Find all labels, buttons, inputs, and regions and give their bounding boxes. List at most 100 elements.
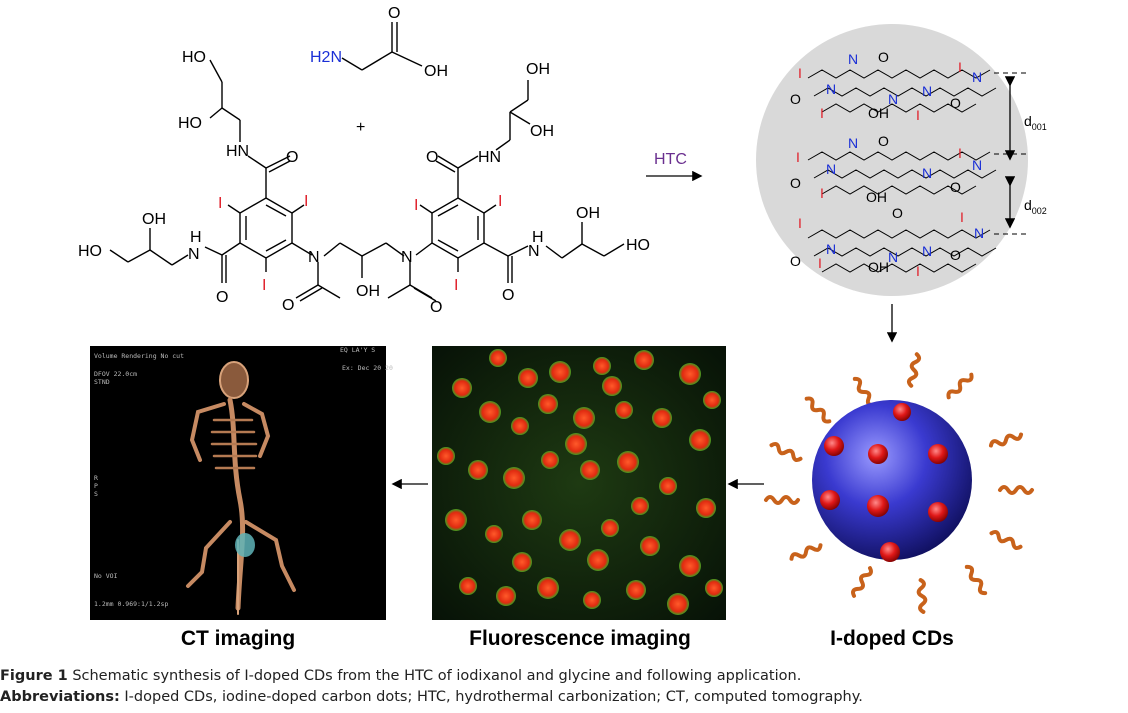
nitrogen-label: N — [974, 225, 984, 241]
ct-overlay-line: S — [94, 490, 98, 498]
htc-arrow: HTC — [646, 151, 703, 182]
cell-nucleus — [679, 363, 701, 385]
cell-nucleus — [565, 433, 587, 455]
hydroxyl-label: OH — [866, 189, 887, 205]
ct-imaging-label: CT imaging — [181, 627, 295, 650]
iodine-label: I — [960, 209, 964, 225]
iodine-label: I — [798, 65, 802, 81]
cell-nucleus — [631, 497, 649, 515]
iodixanol-o: O — [426, 149, 438, 166]
nitrogen-label: N — [972, 69, 982, 85]
ct-skeleton-render — [186, 361, 296, 615]
cell-nucleus — [640, 536, 660, 556]
iodine-label: I — [958, 59, 962, 75]
iodixanol-h: H — [190, 229, 202, 246]
iodine-label: I — [916, 263, 920, 279]
iodine-label: I — [218, 195, 222, 212]
cell-nucleus — [573, 407, 595, 429]
cell-nucleus — [679, 555, 701, 577]
iodine-label: I — [796, 149, 800, 165]
nitrogen-label: N — [922, 83, 932, 99]
nitrogen-label: N — [826, 161, 836, 177]
iodixanol-oh: OH — [356, 283, 380, 300]
cell-nucleus — [652, 408, 672, 428]
cell-nucleus — [452, 378, 472, 398]
iodine-label: I — [414, 197, 418, 214]
cell-nucleus — [437, 447, 455, 465]
iodixanol-ho: HO — [178, 115, 202, 132]
carbon-dot-core — [812, 400, 972, 560]
cell-nucleus — [696, 498, 716, 518]
cell-nucleus — [705, 579, 723, 597]
ct-overlay-line: P — [94, 482, 98, 490]
hydroxyl-label: OH — [868, 105, 889, 121]
nitrogen-label: N — [922, 165, 932, 181]
ct-overlay-line: Ex: Dec 20 20 — [342, 364, 393, 372]
oxygen-label: O — [790, 175, 801, 191]
cell-nucleus — [659, 477, 677, 495]
cell-nuclei — [437, 349, 723, 615]
oxygen-label: O — [790, 91, 801, 107]
nitrogen-label: N — [848, 135, 858, 151]
oxygen-label: O — [790, 253, 801, 269]
cell-nucleus — [583, 591, 601, 609]
ct-overlay-line: DFOV 22.0cm — [94, 370, 137, 378]
cell-nucleus — [615, 401, 633, 419]
nitrogen-label: N — [826, 241, 836, 257]
cell-nucleus — [496, 586, 516, 606]
iodine-label: I — [820, 185, 824, 201]
cell-nucleus — [485, 525, 503, 543]
abbreviations-text: I-doped CDs, iodine-doped carbon dots; H… — [124, 689, 863, 705]
cell-nucleus — [617, 451, 639, 473]
cell-nucleus — [445, 509, 467, 531]
iodine-label: I — [262, 277, 266, 294]
cell-nucleus — [703, 391, 721, 409]
nitrogen-label: N — [888, 249, 898, 265]
cell-nucleus — [479, 401, 501, 423]
iodixanol-oh: OH — [142, 211, 166, 228]
graphitic-layers — [807, 69, 997, 273]
cell-nucleus — [511, 417, 529, 435]
cell-nucleus — [667, 593, 689, 615]
cell-nucleus — [689, 429, 711, 451]
carbon-dot-illustration — [764, 352, 1034, 614]
iodine-label: I — [958, 145, 962, 161]
ct-image: Volume Rendering No cut DFOV 22.0cm STND… — [90, 346, 393, 620]
d002-label: d002 — [1024, 197, 1047, 216]
nitrogen-label: N — [888, 91, 898, 107]
abbreviations-caption: Abbreviations: I-doped CDs, iodine-doped… — [0, 689, 1120, 705]
ct-overlay-line: 1.2mm 0.969:1/1.2sp — [94, 600, 168, 608]
d001-label: d001 — [1024, 113, 1047, 132]
iodixanol-n: N — [308, 249, 320, 266]
iodixanol-o: O — [502, 287, 514, 304]
cell-nucleus — [518, 368, 538, 388]
iodine-label: I — [820, 105, 824, 121]
cell-nucleus — [626, 580, 646, 600]
layer-structure: d001 d002 N N N N N N N N N N N N N I I — [756, 24, 1047, 296]
iodixanol-ho: HO — [626, 237, 650, 254]
iodixanol-ho: HO — [78, 243, 102, 260]
iodixanol-n: N — [528, 243, 540, 260]
ct-overlay-line: No VOI — [94, 572, 118, 580]
cell-nucleus — [559, 529, 581, 551]
oxygen-label: O — [950, 179, 961, 195]
cell-nucleus — [522, 510, 542, 530]
nitrogen-label: N — [972, 157, 982, 173]
glycine-amine: H2N — [310, 49, 342, 66]
cell-nucleus — [489, 349, 507, 367]
cell-nucleus — [634, 350, 654, 370]
iodine-label: I — [818, 255, 822, 271]
iodixanol-structure — [109, 22, 625, 302]
iodine-label: I — [798, 215, 802, 231]
cell-nucleus — [512, 552, 532, 572]
cell-nucleus — [459, 577, 477, 595]
cell-nucleus — [587, 549, 609, 571]
oxygen-label: O — [950, 95, 961, 111]
cell-nucleus — [541, 451, 559, 469]
iodixanol-o: O — [430, 299, 442, 316]
oxygen-label: O — [878, 49, 889, 65]
plus-sign: + — [356, 119, 365, 136]
iodixanol-h: H — [532, 229, 544, 246]
cell-nucleus — [602, 376, 622, 396]
ct-overlay-line: EQ LA'Y S — [340, 346, 375, 354]
